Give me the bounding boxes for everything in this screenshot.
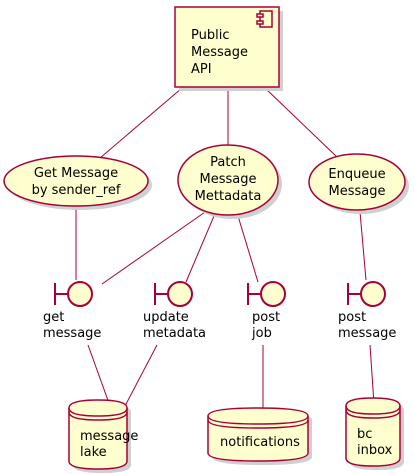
edge-enqueue-postmessage [359, 211, 367, 281]
boundary-post-message-line1: post [338, 310, 366, 325]
boundary-post-job: post job [247, 281, 286, 341]
usecase-get-message-line2: by sender_ref [32, 183, 121, 198]
edge-patch-postjob [237, 215, 259, 283]
boundary-icon [360, 281, 386, 307]
usecase-patch-line1: Patch [210, 155, 246, 170]
edge-api-get [99, 87, 183, 159]
boundary-icon [67, 281, 93, 307]
usecase-patch-metadata: Patch Message Mettadata [177, 144, 282, 219]
database-bc-inbox: bc inbox [345, 397, 404, 470]
edge-api-enqueue [264, 87, 339, 159]
edge-patch-getboundary [101, 209, 209, 285]
database-notifications: notifications [207, 407, 312, 465]
boundary-post-message: post message [338, 281, 396, 341]
usecase-get-message: Get Message by sender_ref [3, 155, 152, 210]
edges [75, 87, 375, 410]
component-label-line3: API [191, 62, 212, 77]
database-bc-inbox-line2: inbox [357, 443, 393, 458]
component-label-line1: Public [191, 28, 229, 43]
boundary-post-job-line1: post [252, 310, 280, 325]
usecase-patch-line2: Message [200, 172, 257, 187]
boundary-get-message: get message [43, 281, 101, 341]
boundary-update-metadata: update metadata [143, 281, 206, 341]
edge-patch-update [185, 215, 215, 283]
edge-update-lake [124, 344, 158, 407]
database-notifications-label: notifications [220, 435, 300, 450]
edge-getmessage-lake [87, 344, 111, 407]
usecase-enqueue-message: Enqueue Message [308, 153, 409, 214]
usecase-enqueue-line2: Message [329, 184, 386, 199]
database-message-lake-line1: message [80, 429, 138, 444]
boundary-get-message-line2: message [43, 326, 101, 341]
usecase-get-message-line1: Get Message [34, 166, 118, 181]
usecase-enqueue-line1: Enqueue [328, 167, 385, 182]
boundary-post-message-line2: message [338, 326, 396, 341]
boundary-icon [167, 281, 193, 307]
database-message-lake-line2: lake [80, 445, 107, 460]
boundary-update-metadata-line1: update [143, 310, 189, 325]
boundary-icon [260, 281, 286, 307]
public-message-api-component: Public Message API [174, 6, 283, 91]
component-label-line2: Message [191, 45, 248, 60]
boundary-update-metadata-line2: metadata [143, 326, 206, 341]
boundary-post-job-line2: job [251, 326, 272, 341]
edge-postmessage-inbox [369, 344, 375, 405]
boundary-get-message-line1: get [43, 310, 64, 325]
database-bc-inbox-line1: bc [357, 427, 372, 442]
usecase-patch-line3: Mettadata [195, 189, 262, 204]
database-message-lake: message lake [68, 399, 138, 473]
